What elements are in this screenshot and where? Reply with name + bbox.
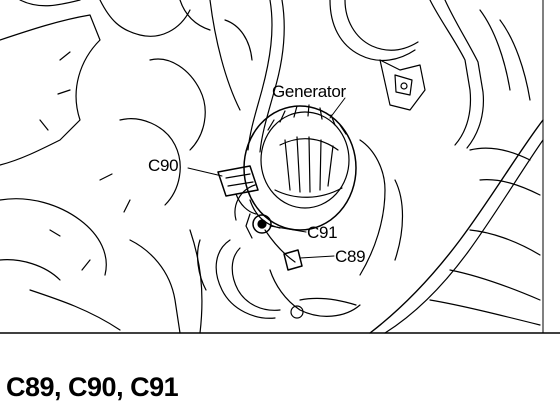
engine-block-left: [0, 0, 253, 334]
upper-hoses: [247, 0, 485, 153]
label-c90: C90: [148, 156, 179, 175]
label-generator: Generator: [272, 82, 346, 101]
diagram-caption: C89, C90, C91: [6, 372, 179, 402]
connector-c90: [217, 165, 259, 215]
connector-c91: [245, 213, 272, 239]
connector-c89-harness: [196, 239, 361, 319]
label-c91: C91: [307, 223, 338, 242]
engine-body-right: [359, 9, 544, 334]
leader-lines: [187, 97, 346, 259]
frame-edges: [0, 0, 560, 334]
label-c89: C89: [335, 247, 366, 266]
generator-body: [234, 104, 357, 263]
